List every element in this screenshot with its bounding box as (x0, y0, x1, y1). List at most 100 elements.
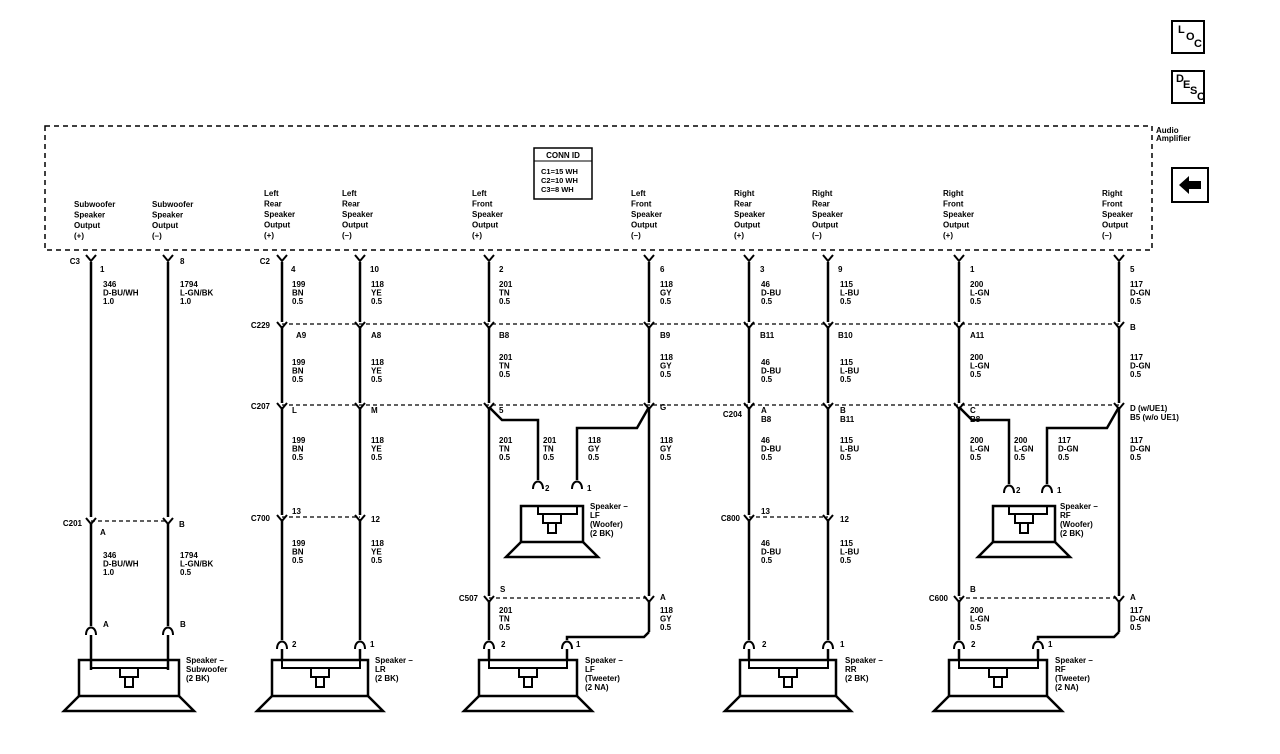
pin-number: 1 (587, 484, 592, 493)
wire-label: 199 (292, 280, 306, 289)
speaker-box (947, 658, 1049, 698)
speaker-lr (253, 658, 387, 713)
wire-label: 117 (1058, 436, 1071, 445)
loc-button[interactable]: L O C (1171, 20, 1205, 54)
wire-label: 118 (660, 353, 673, 362)
wire (958, 406, 1011, 484)
wire-label: 118 (371, 539, 384, 548)
amplifier-output-label: Left (342, 189, 357, 198)
wire-label: 0.5 (499, 453, 511, 462)
wire-label: 0.5 (1130, 453, 1142, 462)
wire-label: 46 (761, 539, 770, 548)
wire-label: D-BU/WH (103, 289, 139, 298)
wire-label: 0.5 (292, 556, 304, 565)
pin-number: 1 (576, 640, 581, 649)
wire-label: D-BU (761, 445, 781, 454)
wire-label: D-BU (761, 367, 781, 376)
pin-number: M (371, 406, 378, 415)
amplifier-output-label: (+) (472, 231, 482, 240)
wire-label: 117 (1130, 280, 1143, 289)
wire-label: 46 (761, 358, 770, 367)
pin-number: A11 (970, 331, 985, 340)
wire-label: YE (371, 445, 382, 454)
amplifier-output-label: Output (1102, 221, 1129, 230)
amplifier-output-label: Output (734, 221, 761, 230)
speaker-label: (2 BK) (845, 674, 869, 683)
connector-terminal (953, 321, 965, 330)
amplifier-output-label: Speaker (74, 211, 105, 220)
amplifier-output-label: Subwoofer (74, 200, 115, 209)
speaker-label: Speaker – (845, 656, 883, 665)
connector-terminal (953, 595, 965, 604)
amplifier-output-label: Speaker (152, 211, 183, 220)
wire-label: 200 (970, 436, 984, 445)
connector-terminal (483, 321, 495, 330)
pin-number: 13 (292, 507, 301, 516)
pin-number: 5 (499, 406, 504, 415)
speaker-label: Speaker – (375, 656, 413, 665)
speaker-label: Speaker – (1055, 656, 1093, 665)
connector-id: C229 (251, 321, 271, 330)
connector-id: C207 (251, 402, 271, 411)
speaker-terminal (561, 640, 573, 650)
desc-letter-s: S (1190, 85, 1198, 97)
pin-number: 10 (370, 265, 379, 274)
pin-number: 1 (1057, 486, 1062, 495)
speaker-terminal (162, 626, 174, 636)
connector-id: C600 (929, 594, 949, 603)
pin-number: B11 (840, 415, 855, 424)
amplifier-connector-terminal (953, 254, 965, 263)
connector-id: C700 (251, 514, 271, 523)
conn-id-line: C2=10 WH (541, 176, 578, 185)
wire-label: 46 (761, 436, 770, 445)
wire-label: D-GN (1130, 362, 1151, 371)
pin-number: B (840, 406, 846, 415)
speaker-label: (Tweeter) (1055, 674, 1090, 683)
wire (565, 631, 650, 640)
speaker-box (270, 658, 370, 698)
wire-label: 117 (1130, 606, 1143, 615)
wire-label: 0.5 (371, 297, 383, 306)
magnet (783, 677, 793, 688)
wire-label: BN (292, 548, 304, 557)
speaker-cone (974, 541, 1074, 559)
wire-label: 200 (970, 606, 984, 615)
amplifier-output-label: (+) (264, 231, 274, 240)
amplifier-output-label: Speaker (1102, 210, 1133, 219)
wire-label: 0.5 (761, 375, 773, 384)
speaker-lf-tweeter (460, 658, 596, 713)
wire-label: 0.5 (840, 556, 852, 565)
pin-number: 2 (499, 265, 504, 274)
wire-label: 118 (371, 280, 384, 289)
wire-label: 0.5 (292, 375, 304, 384)
speaker-box (738, 658, 838, 698)
amplifier-output-label: Left (472, 189, 487, 198)
wire-label: 118 (660, 280, 673, 289)
speaker-label: RF (1055, 665, 1066, 674)
wire-label: L-BU (840, 367, 859, 376)
amplifier-output-label: Output (342, 221, 369, 230)
pin-number: 9 (838, 265, 843, 274)
speaker-terminal (1032, 640, 1044, 650)
wire-label: 0.5 (499, 370, 511, 379)
connector-id: C507 (459, 594, 479, 603)
speaker-terminal (1003, 484, 1015, 494)
back-button[interactable] (1171, 167, 1209, 203)
wire-label: 0.5 (1130, 297, 1142, 306)
pin-number: C (970, 406, 976, 415)
amplifier-output-label: Front (472, 200, 493, 209)
desc-button[interactable]: D E S C (1171, 70, 1205, 104)
amplifier-connector-terminal (85, 254, 97, 263)
connector-terminal (643, 402, 655, 411)
connector-terminal (276, 402, 288, 411)
pin-number: A (1130, 593, 1136, 602)
wire-label: GY (588, 445, 600, 454)
pin-number: B (179, 520, 185, 529)
wire-label: L-GN (970, 362, 990, 371)
voice-coil (778, 667, 798, 678)
pin-number: 2 (1016, 486, 1021, 495)
wire-label: 0.5 (371, 556, 383, 565)
pin-number: 1 (840, 640, 845, 649)
speaker-label: LF (590, 511, 600, 520)
amplifier-output-label: (–) (342, 231, 352, 240)
